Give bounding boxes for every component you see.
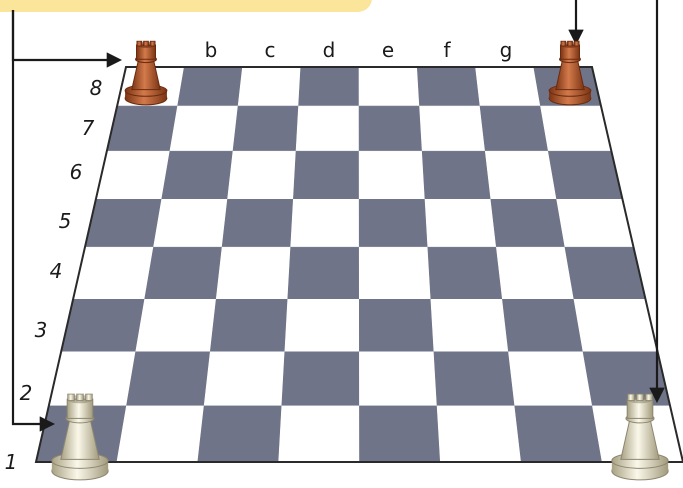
square-b1[interactable] <box>117 406 204 462</box>
square-f7[interactable] <box>420 106 486 151</box>
square-f3[interactable] <box>431 299 509 352</box>
square-c1[interactable] <box>198 406 282 462</box>
square-a5[interactable] <box>85 199 162 247</box>
square-f5[interactable] <box>425 199 496 247</box>
square-c3[interactable] <box>210 299 288 352</box>
square-h3[interactable] <box>574 299 658 352</box>
square-b7[interactable] <box>170 106 238 151</box>
rank-label-3: 3 <box>35 318 48 342</box>
square-f6[interactable] <box>422 151 491 199</box>
square-b4[interactable] <box>145 247 222 299</box>
square-e8[interactable] <box>359 67 420 106</box>
square-c8[interactable] <box>238 67 301 106</box>
square-d4[interactable] <box>288 247 360 299</box>
square-f8[interactable] <box>417 67 480 106</box>
square-b2[interactable] <box>126 352 210 406</box>
square-h4[interactable] <box>565 247 646 299</box>
square-b6[interactable] <box>162 151 233 199</box>
square-g5[interactable] <box>491 199 565 247</box>
file-label-f: f <box>443 38 451 62</box>
file-label-d: d <box>323 38 336 62</box>
square-b3[interactable] <box>136 299 217 352</box>
note-background <box>0 0 372 12</box>
square-g2[interactable] <box>508 352 592 406</box>
file-label-g: g <box>500 38 513 62</box>
rank-label-8: 8 <box>90 76 103 100</box>
square-c2[interactable] <box>204 352 285 406</box>
square-g3[interactable] <box>502 299 583 352</box>
square-h6[interactable] <box>548 151 622 199</box>
square-e5[interactable] <box>359 199 428 247</box>
square-d6[interactable] <box>293 151 359 199</box>
arrow-to-rook-a8 <box>13 10 119 60</box>
rank-label-4: 4 <box>50 259 63 283</box>
instruction-note <box>0 0 372 12</box>
square-g1[interactable] <box>515 406 602 462</box>
square-d1[interactable] <box>279 406 360 462</box>
square-e2[interactable] <box>359 352 437 406</box>
square-c6[interactable] <box>228 151 297 199</box>
square-a6[interactable] <box>96 151 170 199</box>
square-e1[interactable] <box>359 406 440 462</box>
square-c4[interactable] <box>216 247 290 299</box>
square-f4[interactable] <box>428 247 503 299</box>
square-a4[interactable] <box>73 247 153 299</box>
square-d7[interactable] <box>296 106 359 151</box>
square-g8[interactable] <box>476 67 541 106</box>
square-h7[interactable] <box>541 106 612 151</box>
square-e6[interactable] <box>359 151 425 199</box>
square-d5[interactable] <box>291 199 360 247</box>
square-b5[interactable] <box>154 199 228 247</box>
square-e7[interactable] <box>359 106 422 151</box>
square-e4[interactable] <box>359 247 431 299</box>
rank-label-5: 5 <box>59 209 72 233</box>
square-c7[interactable] <box>233 106 299 151</box>
rank-label-6: 6 <box>70 160 83 184</box>
square-b8[interactable] <box>178 67 243 106</box>
file-label-e: e <box>382 38 394 62</box>
square-f1[interactable] <box>437 406 521 462</box>
square-d3[interactable] <box>285 299 360 352</box>
square-g6[interactable] <box>485 151 556 199</box>
square-e3[interactable] <box>359 299 434 352</box>
arrow-to-rook-a1 <box>13 10 52 424</box>
square-f2[interactable] <box>434 352 515 406</box>
square-g4[interactable] <box>496 247 574 299</box>
square-d2[interactable] <box>282 352 360 406</box>
square-a3[interactable] <box>61 299 145 352</box>
rank-label-1: 1 <box>5 450 18 474</box>
square-h5[interactable] <box>557 199 634 247</box>
square-c5[interactable] <box>222 199 293 247</box>
rank-label-7: 7 <box>82 116 95 140</box>
square-d8[interactable] <box>299 67 359 106</box>
square-g7[interactable] <box>480 106 548 151</box>
chessboard <box>36 67 683 462</box>
file-label-c: c <box>265 38 276 62</box>
file-label-b: b <box>205 38 218 62</box>
square-a7[interactable] <box>107 106 178 151</box>
rank-label-2: 2 <box>20 381 33 405</box>
